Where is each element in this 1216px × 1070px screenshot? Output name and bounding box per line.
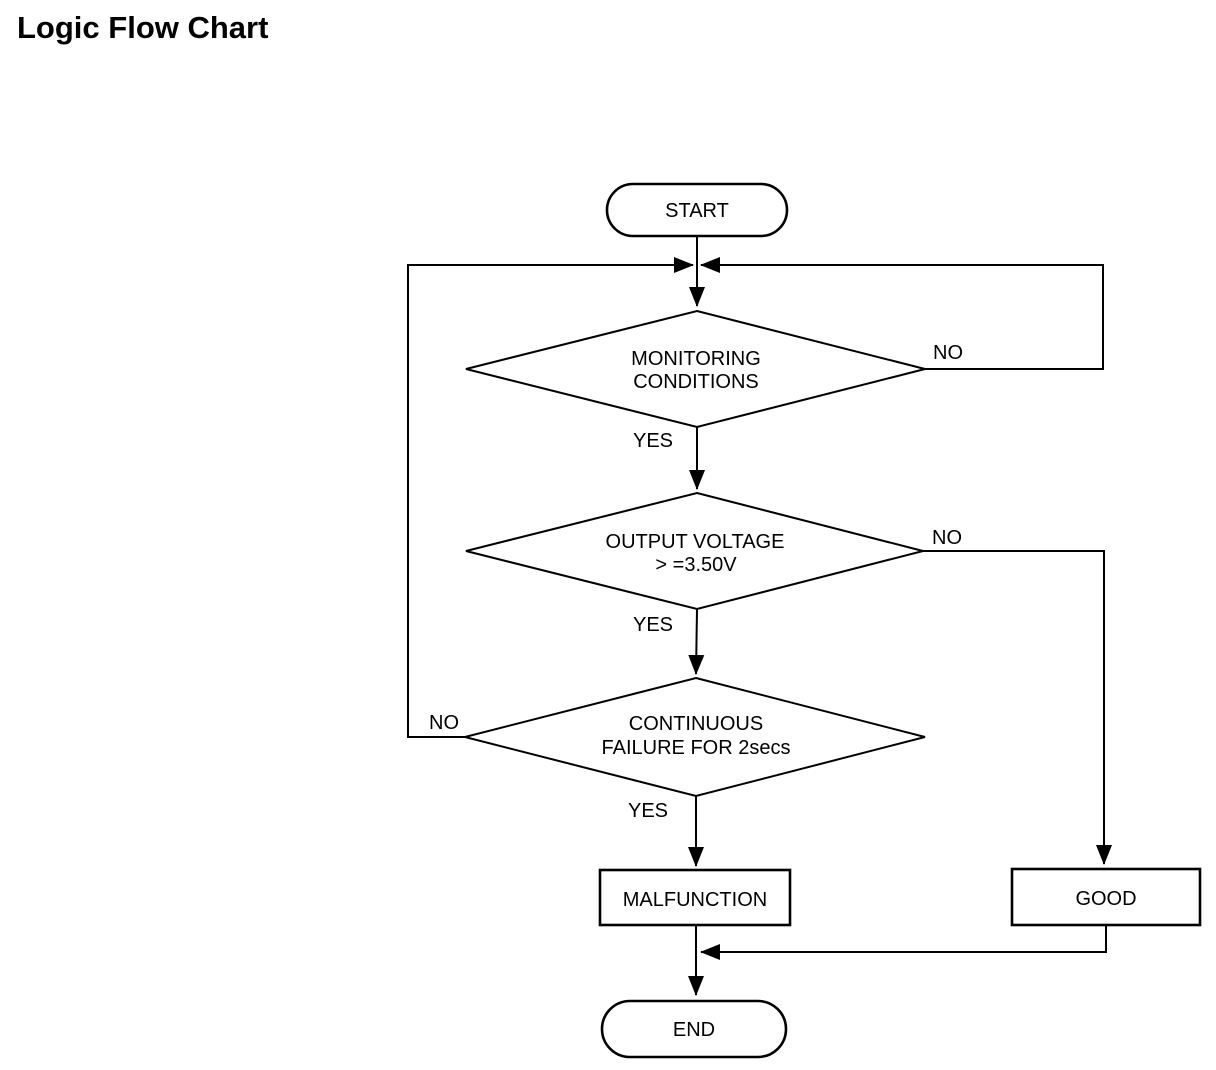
- decision-voltage-line2: > =3.50V: [655, 554, 737, 576]
- page-title: Logic Flow Chart: [17, 10, 268, 45]
- voltage-no-label: NO: [932, 527, 962, 549]
- end-node-label: END: [673, 1019, 715, 1041]
- connector-voltage-yes: [688, 608, 705, 675]
- connector-continuous-no-loop: [407, 257, 694, 738]
- monitoring-no-label: NO: [933, 342, 963, 364]
- decision-output-voltage: [465, 491, 924, 611]
- decision-voltage-line1: OUTPUT VOLTAGE: [606, 531, 785, 553]
- decision-monitoring-line2: CONDITIONS: [633, 371, 759, 393]
- decision-continuous-line1: CONTINUOUS: [629, 713, 763, 735]
- continuous-yes-label: YES: [628, 800, 668, 822]
- connector-voltage-no-to-good: [923, 550, 1112, 865]
- malfunction-node: [598, 868, 792, 927]
- decision-monitoring-line1: MONITORING: [631, 348, 761, 370]
- good-node: [1010, 867, 1202, 927]
- decision-continuous-line2: FAILURE FOR 2secs: [602, 737, 791, 759]
- monitoring-yes-label: YES: [633, 430, 673, 452]
- decision-continuous-failure: [464, 676, 926, 798]
- good-node-label: GOOD: [1075, 888, 1136, 910]
- continuous-no-label: NO: [429, 712, 459, 734]
- start-node-label: START: [665, 200, 729, 222]
- connector-monitoring-no-loop: [700, 257, 1104, 370]
- end-node: [600, 999, 788, 1059]
- start-node: [605, 182, 789, 238]
- malfunction-node-label: MALFUNCTION: [623, 889, 767, 911]
- connector-good-to-end: [700, 925, 1107, 960]
- decision-monitoring-conditions: [465, 309, 926, 429]
- voltage-yes-label: YES: [633, 614, 673, 636]
